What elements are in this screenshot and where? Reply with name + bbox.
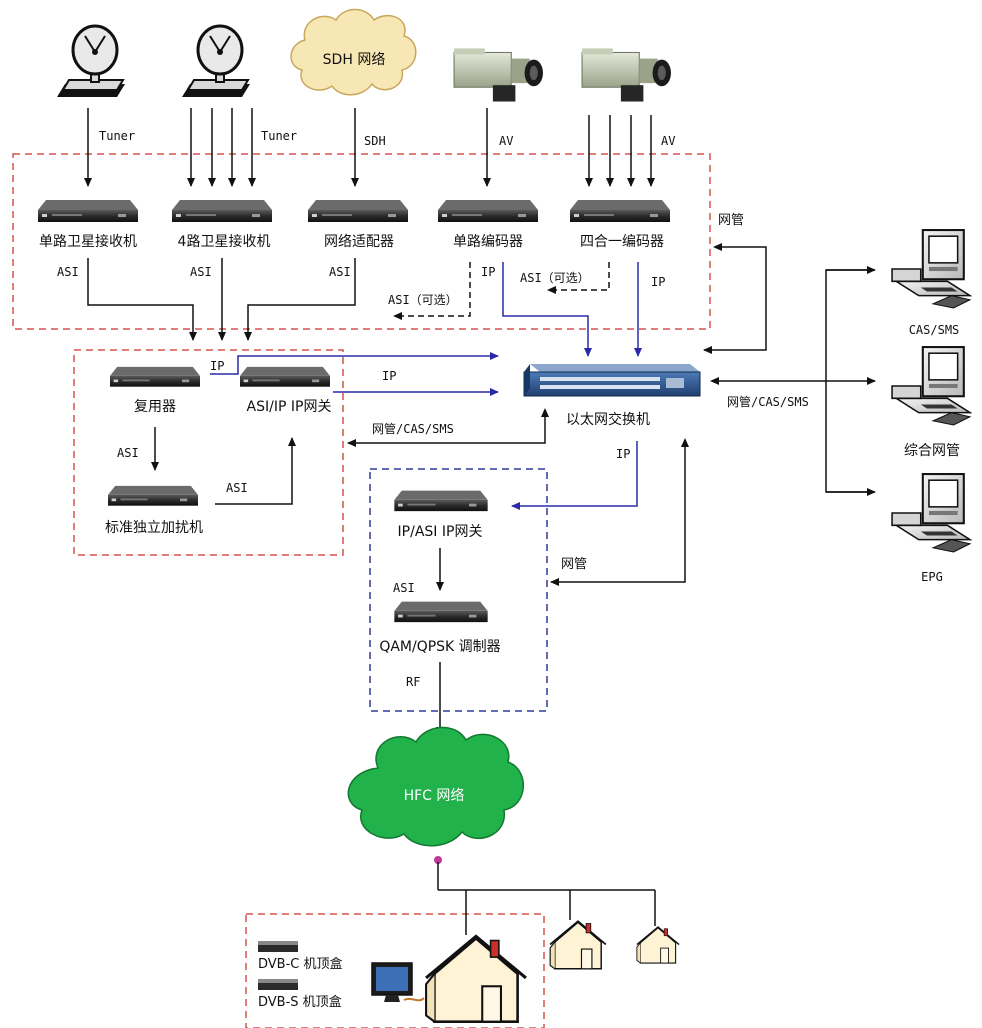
asi-label-1: ASI [57, 265, 79, 279]
dvb-c-label: DVB-C 机顶盒 [258, 956, 343, 972]
hfc-node-dot [434, 856, 442, 864]
tuner-label-2: Tuner [261, 129, 297, 143]
single-sat-receiver-icon [38, 200, 138, 222]
integrated-mgmt-label: 综合网管 [904, 443, 960, 459]
cas-sms-label: CAS/SMS [909, 323, 960, 337]
video-camera-icon [453, 47, 544, 103]
network-adapter-icon [308, 200, 408, 222]
modulation-group-box [369, 468, 548, 712]
rf-label: RF [406, 675, 420, 689]
quad-encoder-label: 四合一编码器 [580, 234, 664, 250]
mgmt-bottom-label: 网管 [561, 557, 587, 572]
asi-optional-label-1: ASI（可选） [388, 293, 458, 307]
scrambler-label: 标准独立加扰机 [105, 520, 203, 536]
av-label-2: AV [661, 134, 675, 148]
multiplexer-label: 复用器 [134, 398, 176, 415]
single-encoder-icon [438, 200, 538, 222]
sdh-cloud-label: SDH 网络 [323, 52, 386, 68]
modulator-label: QAM/QPSK 调制器 [379, 639, 500, 655]
mgmt-cas-sms-right-label: 网管/CAS/SMS [727, 394, 809, 409]
mgmt-top-label: 网管 [718, 213, 744, 228]
cas-sms-server-icon [891, 229, 971, 309]
stb-group-box [245, 913, 545, 1028]
quad-sat-receiver-label: 4路卫星接收机 [178, 233, 271, 250]
server-lines [710, 266, 876, 496]
distribution-lines [437, 862, 656, 935]
tuner-label-1: Tuner [99, 129, 135, 143]
quad-sat-receiver-icon [172, 200, 272, 222]
asi-optional-label-2: ASI（可选） [520, 271, 590, 285]
scrambler-icon [108, 485, 198, 506]
asi-label-3: ASI [329, 265, 351, 279]
av-label-1: AV [499, 134, 513, 148]
headend-group-box [73, 349, 344, 556]
satellite-dish-icon [180, 24, 252, 99]
ip-mux-label: IP [210, 359, 224, 373]
asi-label-2: ASI [190, 265, 212, 279]
tv-icon [371, 962, 425, 1002]
house-icon [636, 926, 680, 964]
house-icon [549, 920, 607, 970]
asi-optional-lines [393, 262, 610, 320]
dvb-s-label: DVB-S 机顶盒 [258, 994, 342, 1010]
multiplexer-icon [110, 366, 200, 387]
ip-asi-gateway-icon [394, 490, 488, 512]
headend-lines [151, 427, 296, 505]
mgmt-bottom-line [550, 438, 689, 586]
satellite-dish-icon [55, 24, 127, 99]
asi-ip-gateway-label: ASI/IP IP网关 [247, 399, 332, 415]
single-encoder-label: 单路编码器 [453, 234, 523, 250]
encoder-group-box [12, 153, 711, 330]
source-arrows [84, 108, 655, 187]
asi-ip-gateway-icon [240, 366, 330, 387]
hfc-cloud: HFC 网络 [347, 726, 524, 847]
stb-dvb-s-icon [258, 979, 298, 990]
quad-encoder-icon [570, 200, 670, 222]
ip-label-enc2: IP [651, 275, 665, 289]
asi-lines-top [87, 258, 356, 341]
mgmt-left-line [347, 408, 549, 447]
asi-mux-scr-label: ASI [117, 446, 139, 460]
ip-lines-headend [210, 352, 499, 396]
asi-mod-label: ASI [393, 581, 415, 595]
sdh-label: SDH [364, 134, 386, 148]
mgmt-top-line [703, 243, 767, 354]
single-sat-receiver-label: 单路卫星接收机 [39, 233, 137, 250]
mgmt-cas-sms-left-label: 网管/CAS/SMS [372, 421, 454, 436]
integrated-mgmt-server-icon [891, 346, 971, 426]
ethernet-switch-label: 以太网交换机 [566, 411, 650, 428]
stb-dvb-c-icon [258, 941, 298, 952]
ip-lines-encoders [502, 262, 642, 357]
ethernet-switch-icon [523, 364, 701, 397]
ip-label-enc1: IP [481, 265, 495, 279]
network-adapter-label: 网络适配器 [324, 234, 394, 250]
video-camera-icon [581, 47, 672, 103]
epg-server-icon [891, 473, 971, 553]
ip-asi-gateway-label: IP/ASI IP网关 [398, 524, 483, 540]
asi-scr-gw-label: ASI [226, 481, 248, 495]
house-icon [424, 934, 528, 1024]
epg-label: EPG [921, 570, 943, 584]
ip-gw-label: IP [382, 369, 396, 383]
modulator-icon [394, 601, 488, 623]
ip-switch-down-label: IP [616, 447, 630, 461]
sdh-cloud: SDH 网络 [290, 8, 417, 96]
hfc-cloud-label: HFC 网络 [404, 788, 465, 804]
